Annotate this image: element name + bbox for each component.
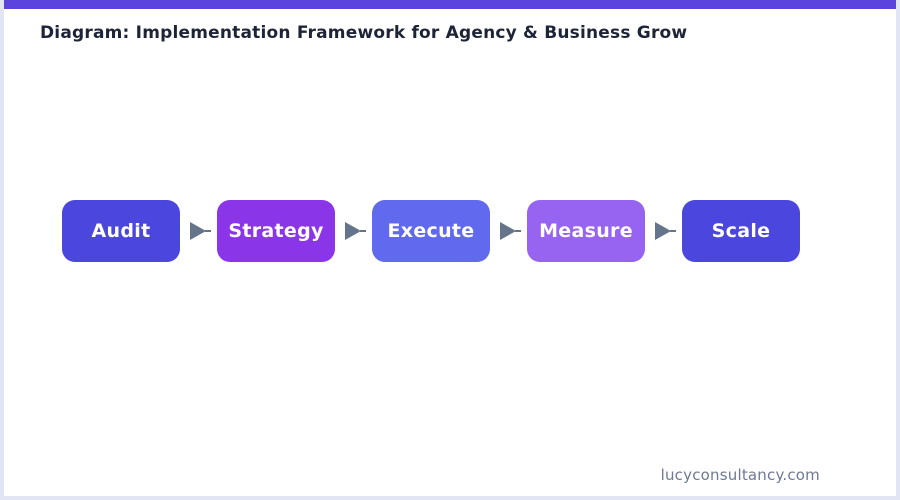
step-scale: Scale [682,200,800,262]
step-label: Scale [711,220,771,242]
page-title: Diagram: Implementation Framework for Ag… [40,23,688,43]
step-audit: Audit [62,200,180,262]
arrow-right-icon [180,200,217,262]
watermark-text: lucyconsultancy.com [660,466,820,484]
step-strategy: Strategy [217,200,335,262]
arrow-right-icon [490,200,527,262]
step-label: Execute [387,220,475,242]
step-measure: Measure [527,200,645,262]
top-accent-bar [4,0,896,9]
arrow-right-icon [645,200,682,262]
step-label: Strategy [228,220,324,242]
step-label: Measure [539,220,633,242]
step-execute: Execute [372,200,490,262]
arrow-right-icon [335,200,372,262]
step-label: Audit [91,220,151,242]
process-flow: Audit Strategy Execute [62,200,800,262]
